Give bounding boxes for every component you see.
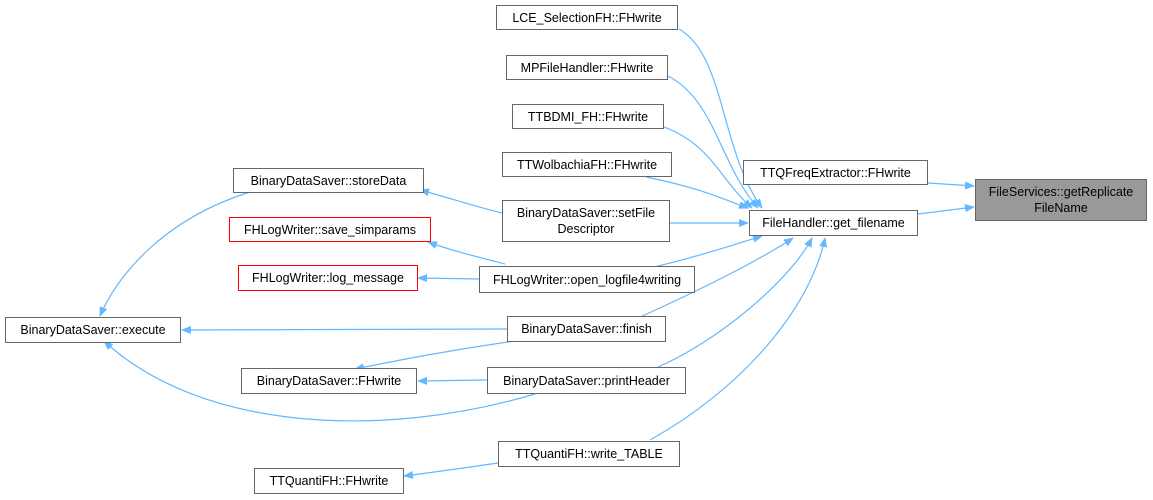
edge-printheader-to-execute bbox=[103, 340, 536, 422]
edge-mpfilehandler-to-get-filename bbox=[667, 75, 759, 209]
edge-finish-to-get-filename bbox=[639, 237, 794, 318]
node-fhlogwriter-log-message[interactable]: FHLogWriter::log_message bbox=[238, 265, 418, 291]
node-label: FHLogWriter::save_simparams bbox=[243, 222, 417, 237]
edge-open-logfile-to-log-message bbox=[417, 274, 480, 283]
edge-open-logfile-to-get-filename bbox=[649, 234, 763, 269]
edge-finish-to-execute bbox=[181, 325, 508, 334]
node-label: LCE_SelectionFH::FHwrite bbox=[512, 10, 662, 25]
node-label: TTBDMI_FH::FHwrite bbox=[527, 109, 649, 124]
node-label: TTQuantiFH::write_TABLE bbox=[515, 447, 663, 461]
edge-open-logfile-to-save-simparams bbox=[427, 241, 506, 265]
edge-write-table-to-ttquantifh-fhwrite bbox=[403, 462, 499, 479]
node-lce-selectionfh-fhwrite[interactable]: LCE_SelectionFH::FHwrite bbox=[496, 5, 678, 30]
node-binarydatasaver-storedata[interactable]: BinaryDataSaver::storeData bbox=[233, 168, 424, 193]
node-ttbdmi-fh-fhwrite[interactable]: TTBDMI_FH::FHwrite bbox=[512, 104, 664, 129]
node-label: TTWolbachiaFH::FHwrite bbox=[516, 157, 658, 172]
node-mpfilehandler-fhwrite[interactable]: MPFileHandler::FHwrite bbox=[506, 55, 668, 80]
node-label: FHLogWriter::open_logfile4writing bbox=[492, 272, 682, 287]
node-label: TTQFreqExtractor::FHwrite bbox=[760, 165, 911, 180]
node-binarydatasaver-execute[interactable]: BinaryDataSaver::execute bbox=[5, 317, 181, 343]
node-binarydatasaver-printheader[interactable]: BinaryDataSaver::printHeader bbox=[487, 367, 686, 394]
edge-finish-to-binarydatasaver-fhwrite bbox=[354, 339, 522, 372]
edge-printheader-to-binarydatasaver-fhwrite bbox=[417, 376, 488, 385]
node-filehandler-get-filename[interactable]: FileHandler::get_filename bbox=[749, 210, 918, 236]
edge-setfile-to-storedata bbox=[419, 188, 503, 214]
edge-printheader-to-get-filename bbox=[657, 237, 813, 368]
node-label: FileServices::getReplicate FileName bbox=[988, 185, 1134, 215]
node-label: FHLogWriter::log_message bbox=[252, 271, 404, 285]
node-ttquantifh-write-table[interactable]: TTQuantiFH::write_TABLE bbox=[498, 441, 680, 467]
edge-lce-to-get-filename bbox=[678, 28, 763, 209]
node-binarydatasaver-setfiledescriptor[interactable]: BinaryDataSaver::setFile Descriptor bbox=[502, 200, 670, 242]
edge-write-table-to-get-filename bbox=[649, 237, 828, 441]
edge-ttwolbachia-to-get-filename bbox=[645, 176, 749, 209]
node-label: BinaryDataSaver::finish bbox=[521, 322, 652, 336]
edge-get-filename-to-getreplicate bbox=[917, 204, 975, 215]
edge-storedata-to-execute bbox=[99, 191, 251, 317]
node-ttqfreqextractor-fhwrite[interactable]: TTQFreqExtractor::FHwrite bbox=[743, 160, 928, 185]
node-binarydatasaver-finish[interactable]: BinaryDataSaver::finish bbox=[507, 316, 666, 342]
node-binarydatasaver-fhwrite[interactable]: BinaryDataSaver::FHwrite bbox=[241, 368, 417, 394]
node-label: MPFileHandler::FHwrite bbox=[520, 60, 654, 75]
node-ttquantifh-fhwrite[interactable]: TTQuantiFH::FHwrite bbox=[254, 468, 404, 494]
node-label: TTQuantiFH::FHwrite bbox=[269, 474, 389, 488]
edge-ttbdmi-to-get-filename bbox=[663, 126, 753, 209]
node-label: BinaryDataSaver::storeData bbox=[250, 173, 407, 188]
node-label: BinaryDataSaver::execute bbox=[20, 323, 166, 337]
edge-ttqfreq-to-getreplicate bbox=[927, 181, 975, 190]
node-fileservices-getreplicatefilename[interactable]: FileServices::getReplicate FileName bbox=[975, 179, 1147, 221]
node-fhlogwriter-open-logfile4writing[interactable]: FHLogWriter::open_logfile4writing bbox=[479, 266, 695, 293]
node-label: BinaryDataSaver::setFile Descriptor bbox=[516, 206, 656, 236]
node-label: FileHandler::get_filename bbox=[762, 216, 905, 230]
node-label: BinaryDataSaver::FHwrite bbox=[256, 374, 402, 388]
node-ttwolbachiafh-fhwrite[interactable]: TTWolbachiaFH::FHwrite bbox=[502, 152, 672, 177]
node-label: BinaryDataSaver::printHeader bbox=[503, 373, 670, 388]
node-fhlogwriter-save-simparams[interactable]: FHLogWriter::save_simparams bbox=[229, 217, 431, 242]
